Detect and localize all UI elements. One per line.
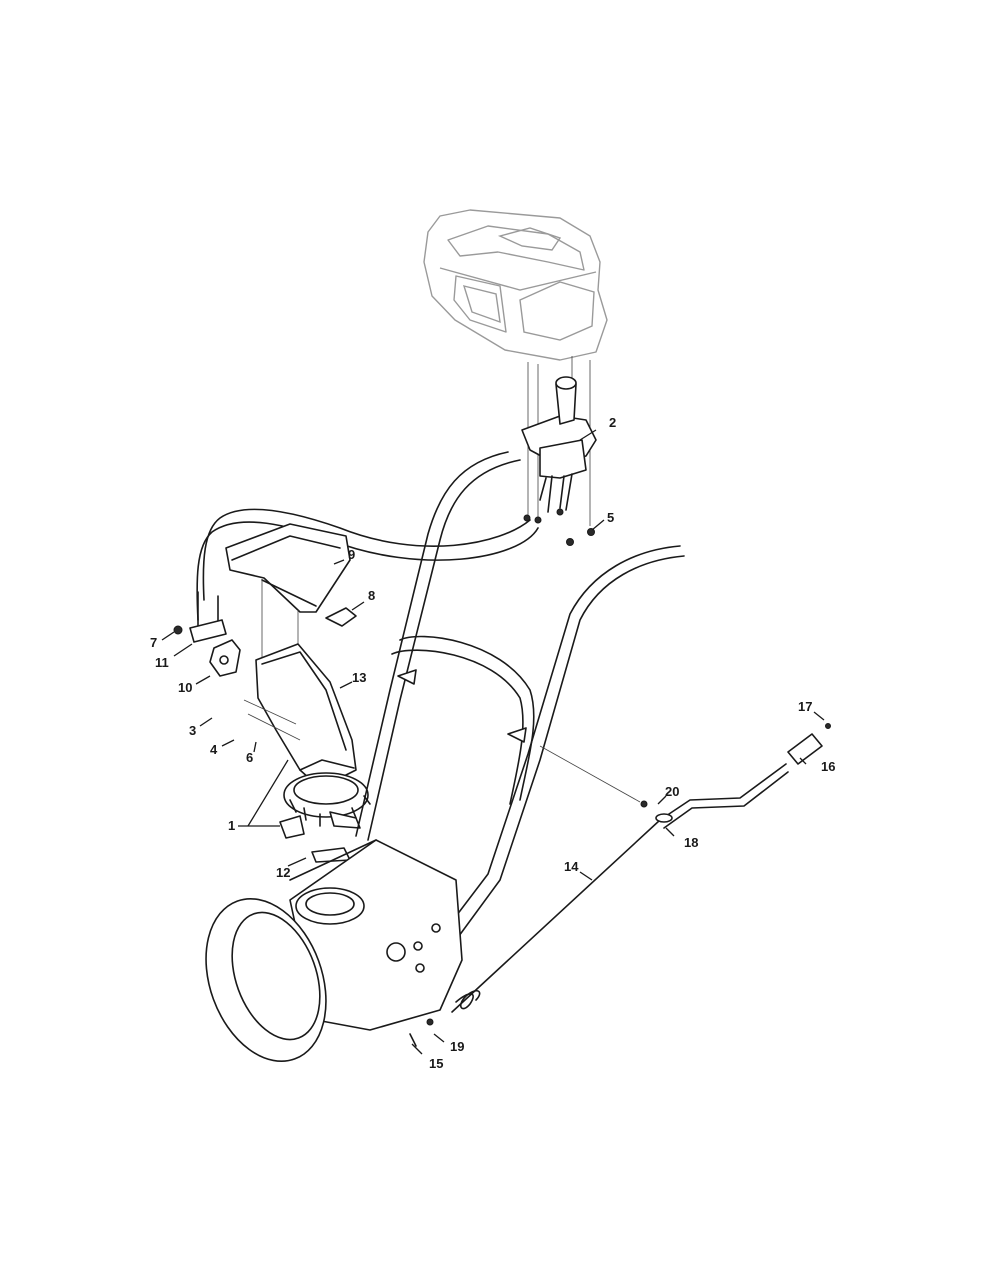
callout-9: 9 — [348, 547, 356, 562]
handle-frame — [355, 451, 685, 941]
callout-14: 14 — [564, 859, 579, 874]
auger-housing — [205, 839, 463, 1063]
chute-keeper-right — [329, 811, 361, 829]
callout-18: 18 — [684, 835, 699, 850]
crank-rod — [451, 819, 661, 1013]
chute-base-ring — [283, 772, 371, 827]
callout-11: 11 — [155, 655, 169, 670]
dash-panel — [423, 209, 608, 361]
callout-17: 17 — [798, 699, 813, 714]
cotter-pin — [409, 1033, 417, 1047]
callout-2: 2 — [609, 415, 617, 430]
callout-1: 1 — [228, 818, 236, 833]
chute-cable-outer — [202, 508, 531, 601]
callout-12: 12 — [276, 865, 291, 880]
callout-3: 3 — [189, 723, 197, 738]
washer — [426, 1018, 434, 1026]
leader-lines — [161, 429, 825, 1055]
callout-15: 15 — [429, 1056, 444, 1071]
callout-7: 7 — [150, 635, 158, 650]
deflector-knob — [325, 607, 357, 627]
callout-16: 16 — [821, 759, 836, 774]
callout-8: 8 — [368, 588, 376, 603]
chute-keeper-left — [279, 815, 305, 839]
callout-13: 13 — [352, 670, 367, 685]
pitch-control-bracket — [173, 591, 241, 677]
callout-6: 6 — [246, 750, 254, 765]
crank-handle — [539, 723, 831, 829]
callout-20: 20 — [665, 784, 680, 799]
callout-5: 5 — [607, 510, 615, 525]
shift-control-assembly — [521, 356, 597, 546]
callout-10: 10 — [178, 680, 193, 695]
callout-4: 4 — [210, 742, 218, 757]
upper-chute — [243, 643, 357, 789]
chute-deflector — [225, 523, 351, 660]
callout-19: 19 — [450, 1039, 465, 1054]
